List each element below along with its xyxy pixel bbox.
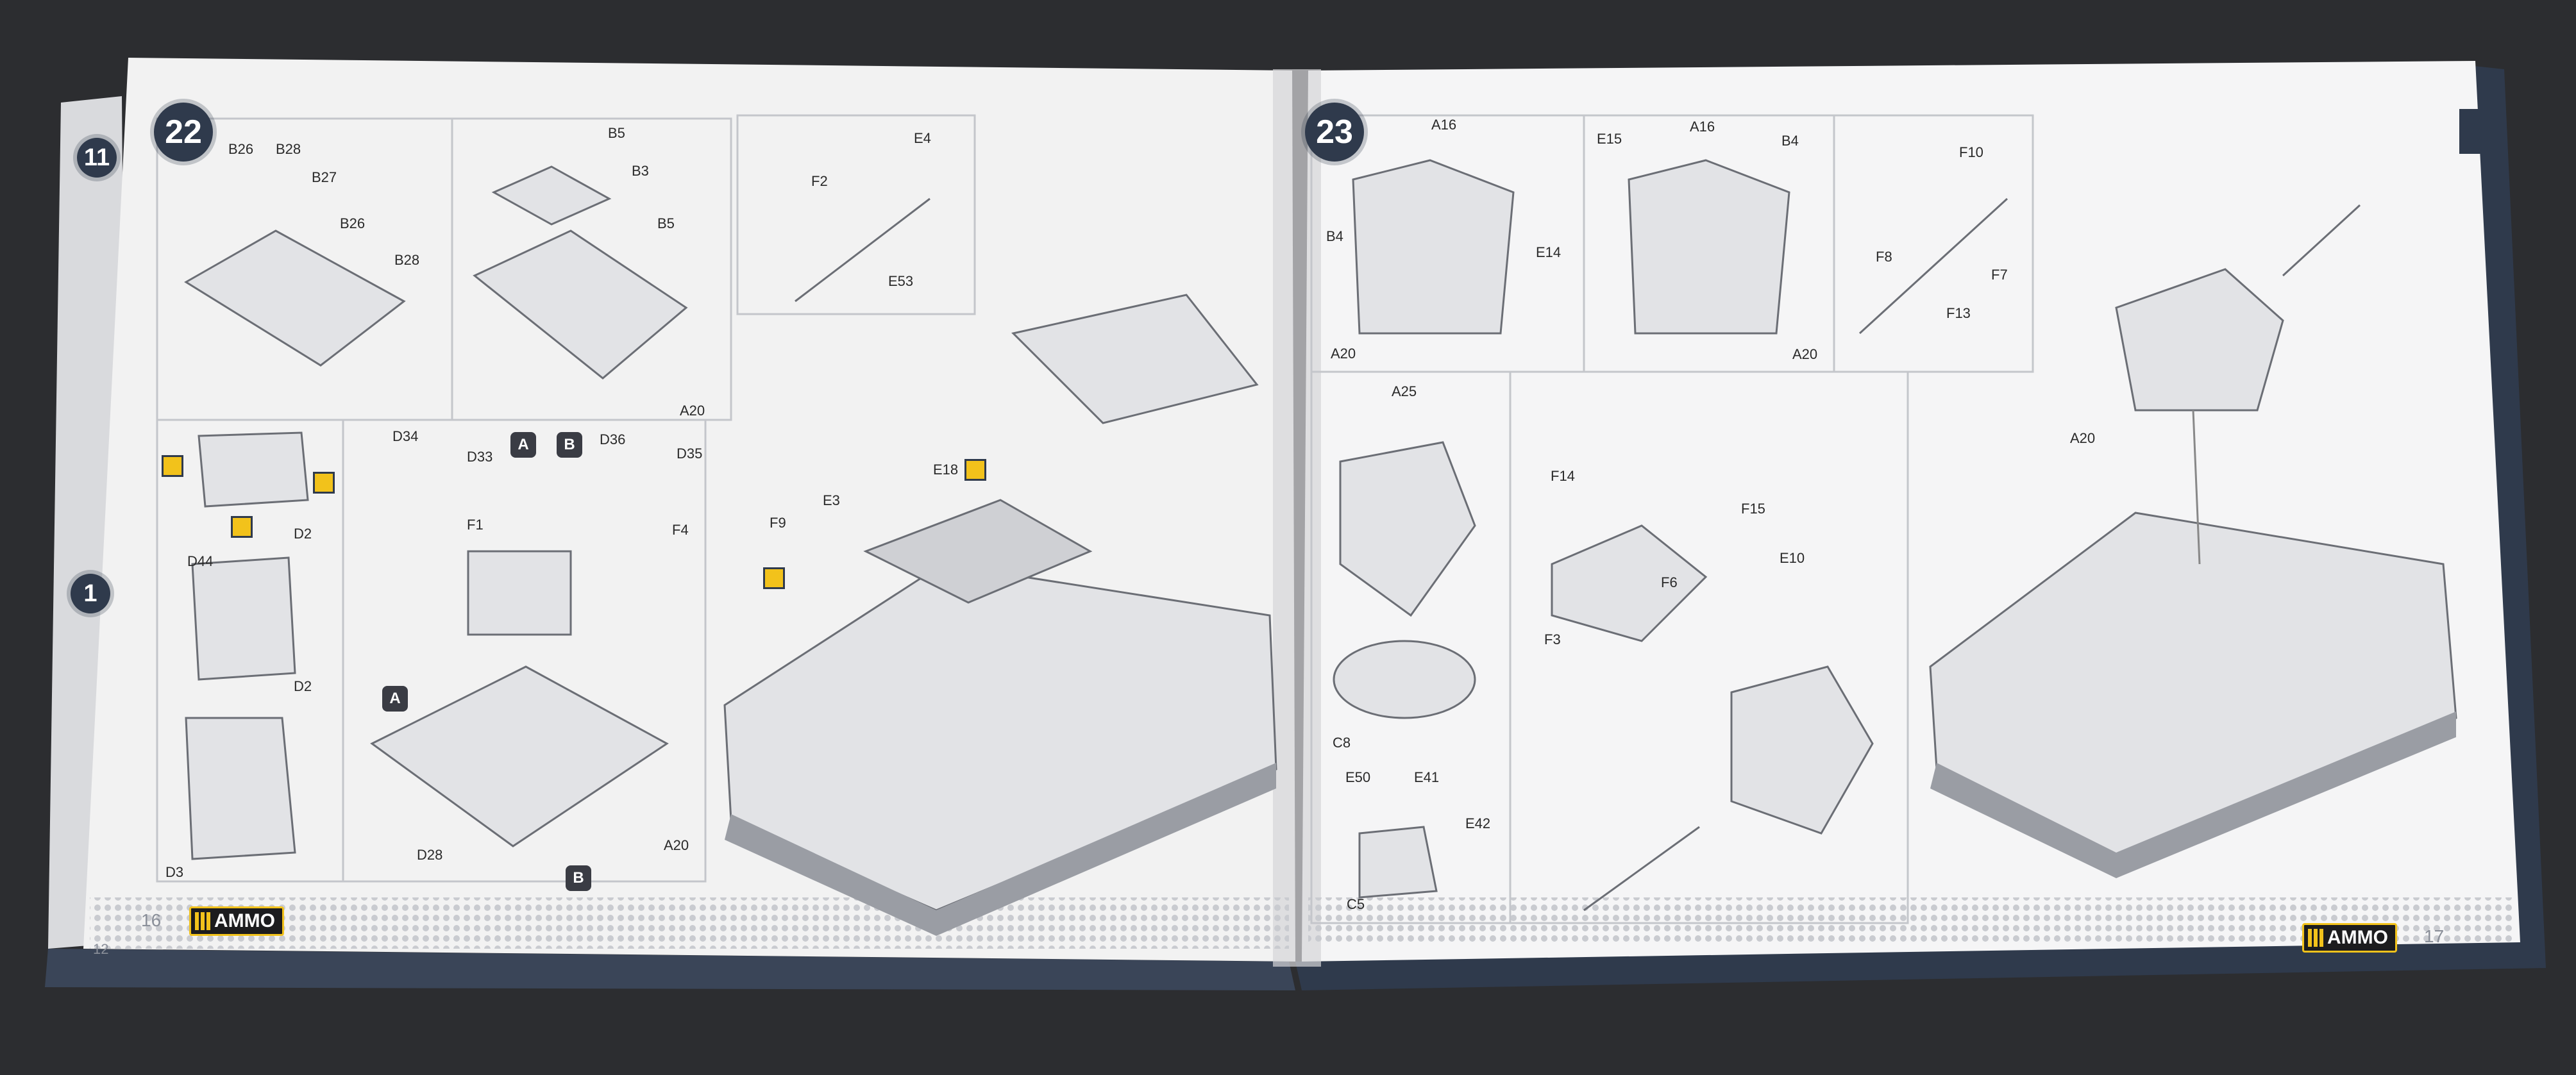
- part-label: F14: [1551, 468, 1575, 484]
- part-label: A20: [1792, 346, 1818, 362]
- paint-callout-icon: [964, 459, 986, 481]
- right-edge-tab: [2459, 109, 2495, 154]
- part-label: D34: [392, 428, 419, 444]
- gutter-shadow: [1273, 69, 1321, 967]
- part-label: D35: [677, 446, 703, 462]
- part-label: D28: [417, 847, 443, 863]
- part-label: F9: [770, 515, 786, 531]
- part-label: D36: [600, 431, 626, 447]
- part-label: F2: [811, 173, 828, 189]
- part-label: B5: [657, 215, 675, 231]
- part-label: B28: [276, 141, 301, 157]
- right-panels: [1310, 114, 2034, 924]
- halftone-band-left: [90, 897, 1289, 949]
- assembly-marker-b: B: [557, 432, 582, 458]
- part-label: F1: [467, 517, 484, 533]
- page-number: 16: [141, 910, 162, 930]
- part-label: E18: [933, 462, 959, 478]
- tank-tracks: [725, 712, 2456, 936]
- part-label: B27: [312, 169, 337, 185]
- ammo-logo: AMMO: [2302, 923, 2397, 953]
- part-label: E50: [1345, 769, 1371, 785]
- part-label: E10: [1780, 550, 1805, 566]
- part-label: A20: [1331, 346, 1356, 362]
- part-label: B4: [1326, 228, 1343, 244]
- assembly-marker-a: A: [510, 432, 536, 458]
- part-label: B26: [340, 215, 366, 231]
- step-number-badge: 23: [1305, 103, 1364, 162]
- part-label: F15: [1741, 501, 1765, 517]
- part-label: F3: [1544, 631, 1561, 647]
- paint-callout-icon: [231, 516, 253, 538]
- part-label: D2: [294, 678, 312, 694]
- step-number-badge-behind: 11: [77, 138, 117, 178]
- ammo-logo: AMMO: [189, 906, 284, 936]
- part-label: B28: [394, 252, 420, 268]
- part-label: B4: [1781, 133, 1799, 149]
- part-label: C5: [1347, 896, 1365, 912]
- step-number-badge-behind: 1: [71, 574, 110, 613]
- part-label: A16: [1690, 119, 1715, 135]
- step-number-badge: 22: [154, 103, 213, 162]
- paint-callout-icon: [763, 567, 785, 589]
- page-edge-left: [45, 949, 1295, 990]
- part-label: D2: [294, 526, 312, 542]
- part-label: E4: [914, 130, 931, 146]
- part-label: C8: [1333, 735, 1351, 751]
- assembly-marker-b: B: [566, 865, 591, 891]
- part-label: E41: [1414, 769, 1440, 785]
- part-label: F7: [1991, 267, 2008, 283]
- part-label: F8: [1876, 249, 1892, 265]
- part-label: A20: [680, 403, 705, 419]
- part-label: B26: [228, 141, 254, 157]
- part-label: F10: [1959, 144, 1983, 160]
- part-label: B5: [608, 125, 625, 141]
- part-label: E53: [888, 273, 914, 289]
- assembly-marker-a: A: [382, 686, 408, 712]
- part-label: F4: [672, 522, 689, 538]
- part-label: D33: [467, 449, 493, 465]
- part-label: B3: [632, 163, 649, 179]
- left-panels: [156, 114, 976, 883]
- part-label: F13: [1946, 305, 1971, 321]
- part-label: D3: [165, 864, 184, 880]
- part-label: E42: [1465, 815, 1491, 831]
- part-label: E14: [1536, 244, 1562, 260]
- part-label: E3: [823, 492, 840, 508]
- part-label: A20: [2070, 430, 2096, 446]
- part-label: A20: [664, 837, 689, 853]
- part-label: A25: [1392, 383, 1417, 399]
- part-label: E15: [1597, 131, 1622, 147]
- paint-callout-icon: [313, 472, 335, 494]
- page-number: 17: [2424, 926, 2445, 946]
- part-label: D44: [187, 553, 214, 569]
- paint-callout-icon: [162, 455, 183, 477]
- part-label: A16: [1431, 117, 1457, 133]
- part-label: F6: [1661, 574, 1678, 590]
- page-number-behind: 12: [93, 941, 109, 957]
